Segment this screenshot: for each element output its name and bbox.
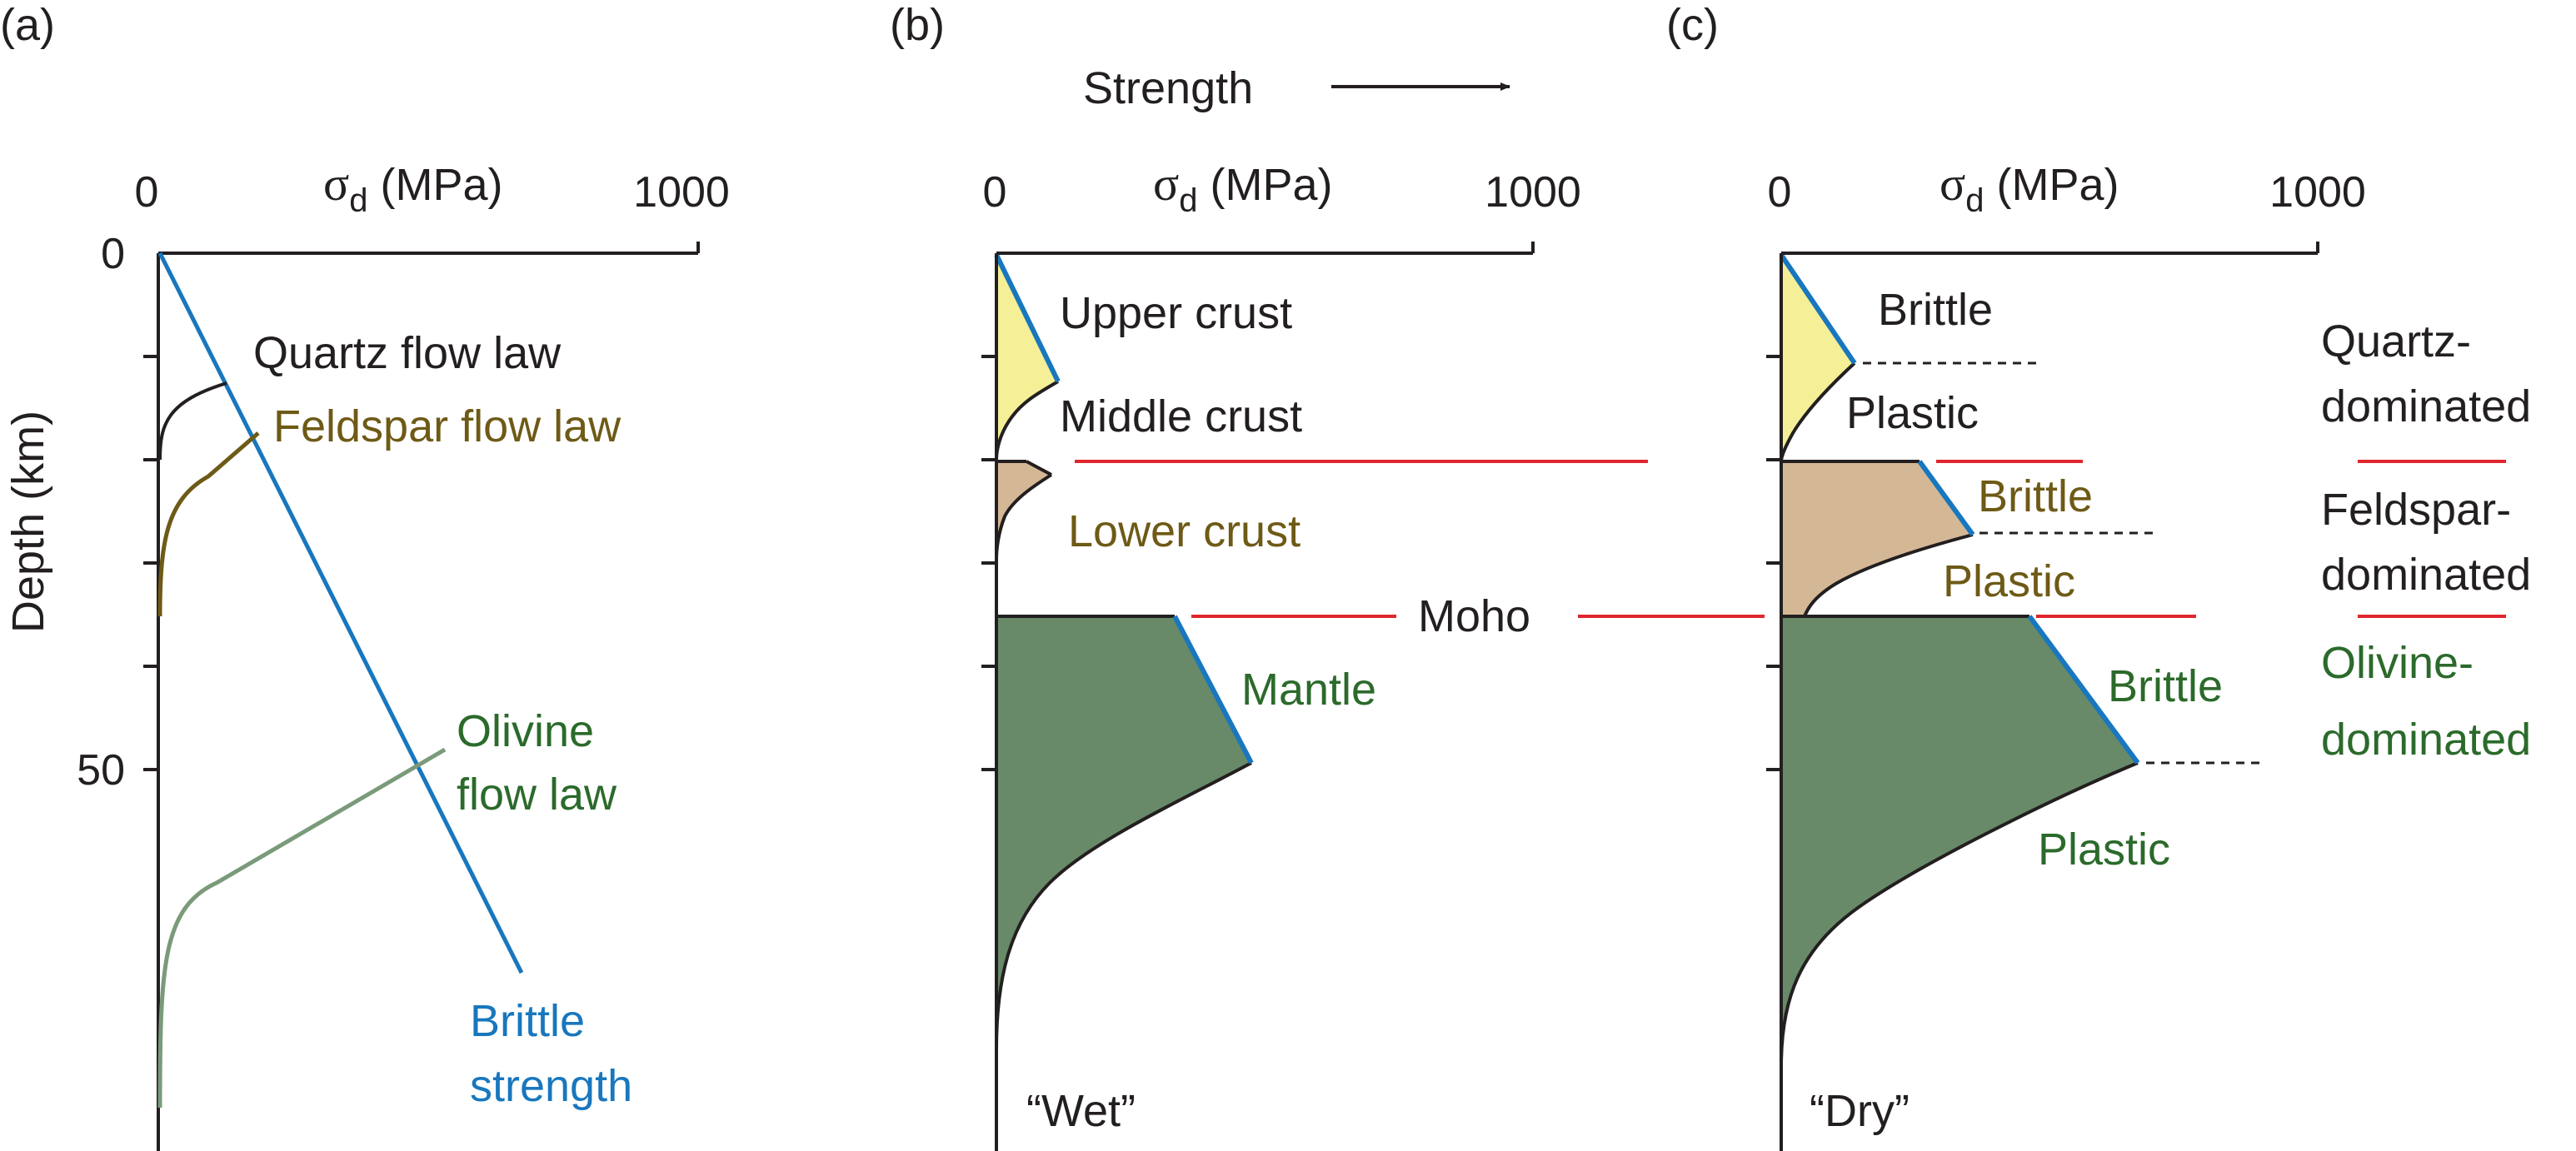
panel-a-feldspar-curve xyxy=(157,431,260,617)
panel-c-plastic-feldspar-label: Plastic xyxy=(1943,556,2075,606)
panel-a-label: (a) xyxy=(0,0,55,50)
panel-c: (c) σd (MPa) 0 1000 xyxy=(1666,0,2506,1151)
panel-b-wet-label: “Wet” xyxy=(1026,1086,1136,1136)
panel-b-upper-crust-label: Upper crust xyxy=(1060,288,1292,338)
panel-a-olivine-label-1: Olivine xyxy=(457,706,594,756)
panel-b-x-axis-title: σd (MPa) xyxy=(1153,157,1333,219)
panel-a-olivine-label-2: flow law xyxy=(457,770,617,820)
panel-c-brittle-olivine-label: Brittle xyxy=(2108,661,2223,711)
panel-a-x-axis-title: σd (MPa) xyxy=(323,157,503,219)
panel-b-brittle-mantle xyxy=(1172,615,1254,765)
panel-c-plastic-quartz-label: Plastic xyxy=(1846,388,1979,438)
feldspar-dominated-label-2: dominated xyxy=(2321,550,2531,600)
panel-a-depth-tick-50: 50 xyxy=(77,746,125,795)
panel-b-middle-crust-label: Middle crust xyxy=(1060,391,1302,441)
feldspar-dominated-label-1: Feldspar- xyxy=(2321,485,2511,535)
panel-c-brittle-quartz xyxy=(1779,253,1857,365)
panel-a-feldspar-label: Feldspar flow law xyxy=(273,401,622,451)
panel-c-label: (c) xyxy=(1666,0,1719,50)
panel-c-y-ticks xyxy=(1766,355,1781,771)
panel-c-brittle-feldspar-label: Brittle xyxy=(1978,471,2093,521)
panel-a-x-tick-1000: 1000 xyxy=(633,168,730,217)
panel-a-brittle-label-1: Brittle xyxy=(470,996,585,1046)
panel-a-brittle-strength-line xyxy=(157,252,524,974)
panel-b-mantle-label: Mantle xyxy=(1241,665,1376,715)
olivine-dominated-label-2: dominated xyxy=(2321,715,2531,765)
panel-a-depth-axis-title: Depth (km) xyxy=(3,411,53,633)
strength-label: Strength xyxy=(1083,63,1253,113)
panel-b-upper-crust-fill xyxy=(996,255,1058,460)
panel-c-dry-label: “Dry” xyxy=(1810,1086,1910,1136)
panel-b-lower-crust-fill xyxy=(996,461,1051,560)
panel-b-label: (b) xyxy=(890,0,945,50)
panel-c-brittle-feldspar xyxy=(1917,460,1975,536)
panel-c-x-tick-0: 0 xyxy=(1768,168,1792,217)
panel-c-brittle-olivine xyxy=(2027,615,2140,765)
panel-b-x-tick-1000: 1000 xyxy=(1485,168,1581,217)
panel-c-olivine-fill xyxy=(1781,616,2138,1066)
panel-c-quartz-fill xyxy=(1781,255,1855,461)
panel-b-x-tick-0: 0 xyxy=(983,168,1007,217)
panel-a: (a) σd (MPa) 0 1000 0 50 Depth (km) Quar… xyxy=(0,0,730,1151)
panel-c-feldspar-fill xyxy=(1781,461,1973,616)
panel-a-depth-tick-0: 0 xyxy=(101,230,125,278)
panel-b-brittle-upper xyxy=(994,253,1061,383)
moho-label: Moho xyxy=(1418,591,1530,641)
panel-b: (b) Strength σd (MPa) 0 1000 xyxy=(890,0,1765,1151)
panel-b-lower-crust-label: Lower crust xyxy=(1068,506,1300,556)
quartz-dominated-label-2: dominated xyxy=(2321,381,2531,431)
panel-b-y-ticks xyxy=(981,355,996,771)
panel-a-x-tick-0: 0 xyxy=(135,168,159,217)
panel-a-quartz-label: Quartz flow law xyxy=(253,328,562,378)
panel-c-brittle-quartz-label: Brittle xyxy=(1878,285,1993,335)
panel-c-x-axis-title: σd (MPa) xyxy=(1939,157,2119,219)
panel-a-brittle-label-2: strength xyxy=(470,1061,632,1111)
panel-a-olivine-curve xyxy=(157,747,447,1109)
right-composition-labels: Quartz- dominated Feldspar- dominated Ol… xyxy=(2321,316,2531,765)
panel-b-mantle-fill xyxy=(996,616,1251,1049)
panel-a-quartz-curve xyxy=(158,381,227,461)
quartz-dominated-label-1: Quartz- xyxy=(2321,316,2471,366)
panel-c-plastic-olivine-label: Plastic xyxy=(2038,825,2170,874)
olivine-dominated-label-1: Olivine- xyxy=(2321,638,2474,688)
panel-c-x-tick-1000: 1000 xyxy=(2269,168,2366,217)
panel-a-y-ticks xyxy=(143,355,158,771)
